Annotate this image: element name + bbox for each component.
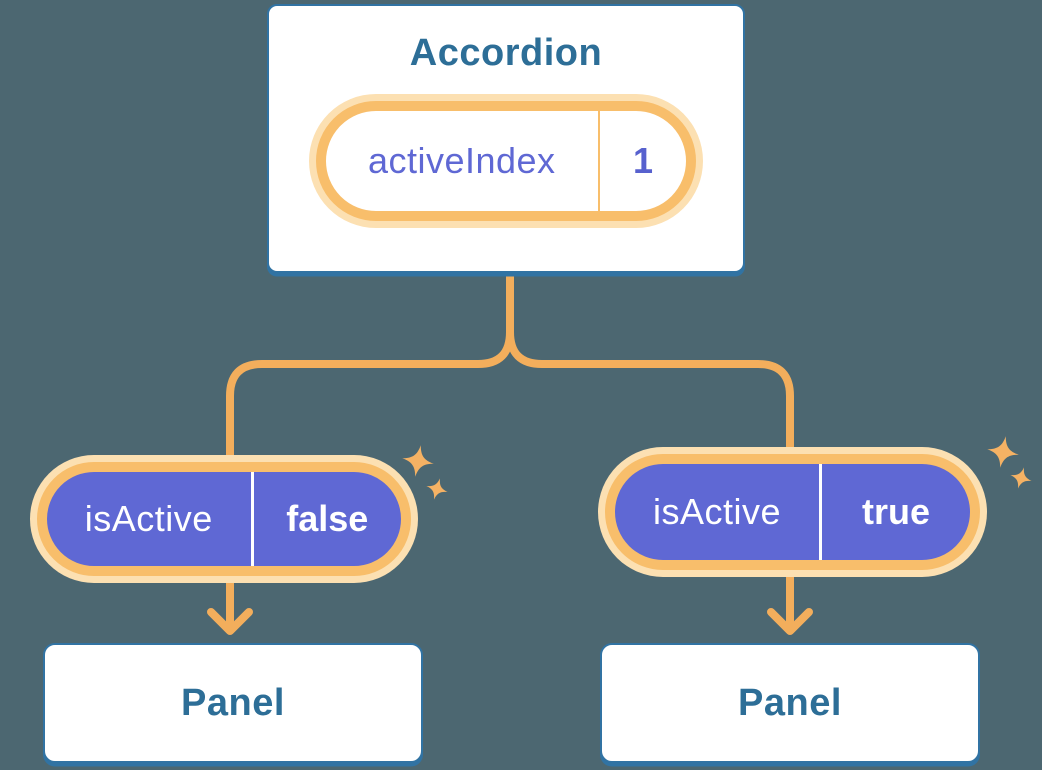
sparkle-icon: [423, 475, 451, 503]
sparkle-icon: [984, 433, 1022, 471]
pill-ring: isActive true: [605, 454, 980, 570]
arrow-down-icon: [767, 608, 813, 635]
panel-node: Panel: [600, 643, 980, 763]
panel-title: Panel: [181, 681, 285, 724]
prop-name-label: isActive: [84, 498, 213, 539]
sparkle-icon: [1007, 464, 1035, 492]
state-value: 1: [632, 139, 654, 181]
pill-glow: isActive false: [30, 455, 418, 583]
prop-name-label: isActive: [653, 491, 782, 532]
pill-glow: activeIndex 1: [309, 93, 703, 228]
pill-ring: isActive false: [37, 462, 411, 576]
connector-right-branch: [506, 266, 794, 634]
prop-pill-false: isActive false: [30, 455, 418, 583]
prop-value: true: [862, 491, 931, 532]
prop-pill-true: isActive true: [598, 447, 987, 577]
accordion-title: Accordion: [409, 32, 603, 74]
panel-node: Panel: [43, 643, 423, 763]
pill-ring: activeIndex 1: [316, 100, 696, 221]
accordion-node: Accordion activeIndex 1: [267, 4, 745, 273]
state-pill: activeIndex 1: [309, 93, 703, 228]
pill-divider: [597, 110, 600, 211]
panel-title: Panel: [738, 681, 842, 724]
prop-value: false: [286, 498, 369, 539]
pill-glow: isActive true: [598, 447, 987, 577]
pill-divider: [250, 472, 254, 566]
state-name-label: activeIndex: [367, 139, 556, 181]
arrow-down-icon: [207, 608, 253, 635]
pill-divider: [819, 464, 823, 560]
